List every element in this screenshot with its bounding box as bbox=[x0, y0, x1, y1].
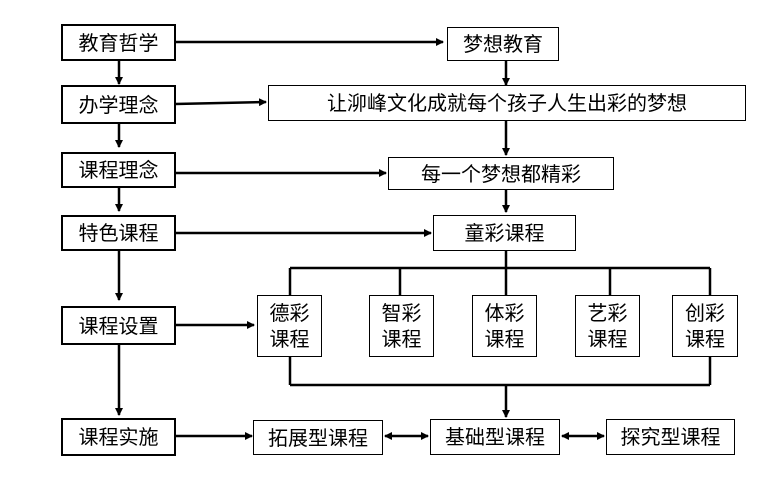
node-curriculum-setting: 课程设置 bbox=[61, 306, 176, 345]
node-mission: 让泖峰文化成就每个孩子人生出彩的梦想 bbox=[268, 85, 746, 121]
course-ticai: 体彩 课程 bbox=[472, 295, 537, 357]
node-explore-curriculum: 探究型课程 bbox=[606, 419, 735, 455]
node-curriculum-implementation: 课程实施 bbox=[61, 418, 176, 456]
node-basic-curriculum: 基础型课程 bbox=[430, 419, 560, 455]
course-chuangcai: 创彩 课程 bbox=[672, 295, 738, 357]
arrow-concept-to-mission bbox=[174, 98, 267, 107]
course-yicai: 艺彩 课程 bbox=[575, 295, 640, 357]
course-zhicai: 智彩 课程 bbox=[369, 295, 434, 357]
node-philosophy: 教育哲学 bbox=[61, 24, 176, 61]
course-decai: 德彩 课程 bbox=[257, 295, 322, 357]
node-school-concept: 办学理念 bbox=[61, 85, 176, 124]
node-dream-education: 梦想教育 bbox=[447, 27, 559, 61]
node-tongcai: 童彩课程 bbox=[433, 215, 576, 251]
node-expand-curriculum: 拓展型课程 bbox=[253, 420, 383, 455]
node-feature-curriculum: 特色课程 bbox=[61, 215, 176, 251]
node-curriculum-concept: 课程理念 bbox=[61, 152, 176, 188]
node-slogan: 每一个梦想都精彩 bbox=[388, 157, 614, 190]
